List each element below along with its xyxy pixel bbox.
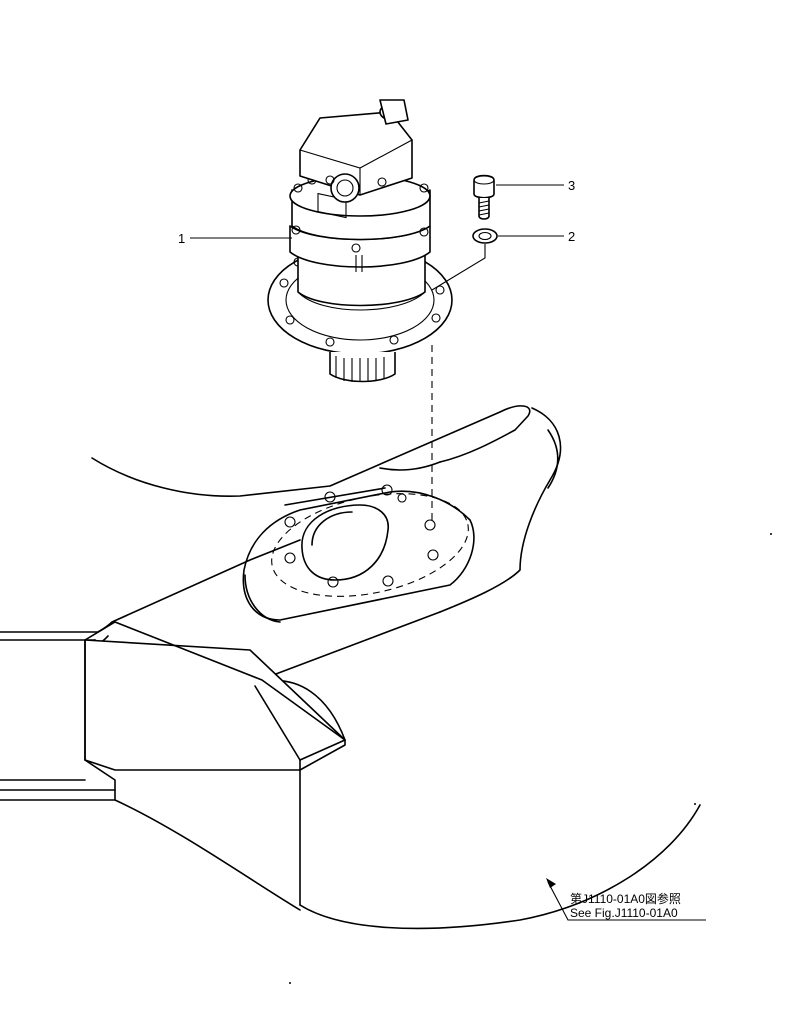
reference-note-ja: 第J1110-01A0図参照 <box>570 891 681 906</box>
reference-note: 第J1110-01A0図参照 See Fig.J1110-01A0 <box>546 878 706 921</box>
callout-1: 1 <box>178 231 292 246</box>
callout-3: 3 <box>496 178 575 193</box>
assembly-line <box>431 244 486 291</box>
scan-specks <box>289 533 772 984</box>
reference-note-en: See Fig.J1110-01A0 <box>570 906 678 920</box>
callout-2-label: 2 <box>568 229 575 244</box>
washer <box>472 228 498 244</box>
revolving-frame <box>0 405 701 930</box>
bolt <box>473 174 495 220</box>
callout-1-label: 1 <box>178 231 185 246</box>
callout-3-label: 3 <box>568 178 575 193</box>
callout-2: 2 <box>498 229 575 244</box>
swing-motor <box>267 99 453 383</box>
